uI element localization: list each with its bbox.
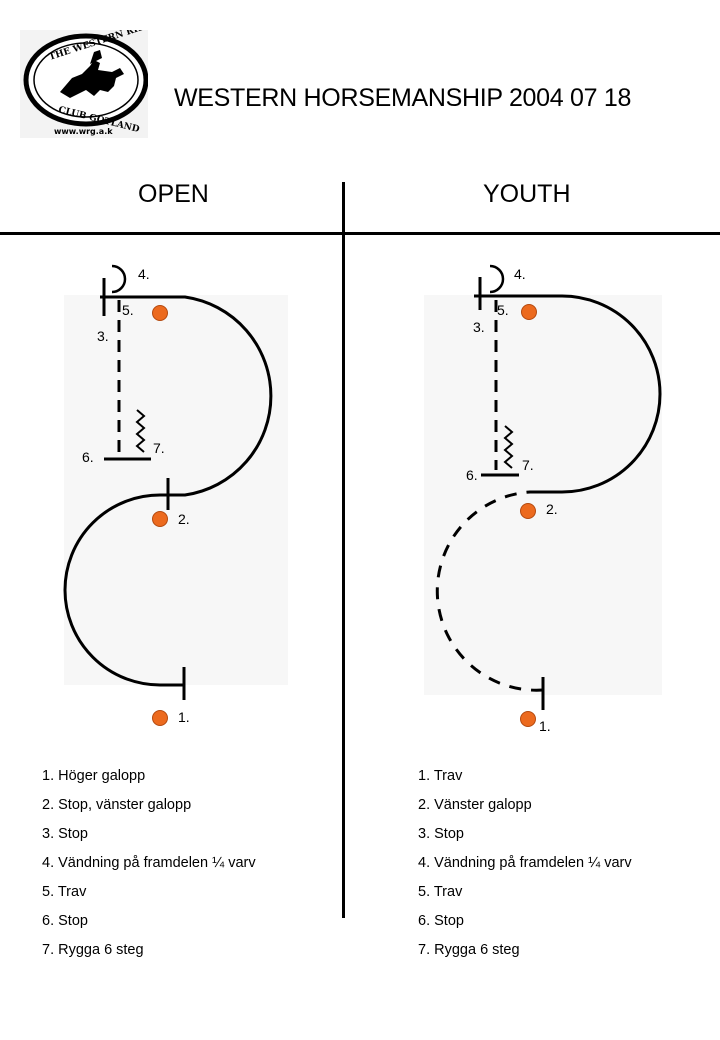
list-item: 2. Stop, vänster galopp (42, 797, 192, 813)
youth-label-6: 6. (466, 467, 478, 483)
youth-cone-5 (521, 304, 537, 320)
open-label-4: 4. (138, 266, 150, 282)
open-path-lower-arc (63, 493, 184, 687)
youth-heading: YOUTH (483, 180, 571, 208)
page-title: WESTERN HORSEMANSHIP 2004 07 18 (174, 84, 632, 112)
open-label-1: 1. (178, 709, 190, 725)
open-steps-list: 1. Höger galopp 2. Stop, vänster galopp … (42, 762, 256, 965)
youth-turn-arc (489, 264, 505, 294)
header-divider (0, 232, 720, 235)
youth-backup-zigzag (503, 425, 514, 469)
youth-pattern-panel (424, 295, 662, 695)
list-item: 5. Trav (42, 884, 87, 900)
open-pattern-panel (64, 295, 288, 685)
youth-path-upper-arc (474, 294, 662, 494)
open-label-6: 6. (82, 449, 94, 465)
list-item: 1. Höger galopp (42, 768, 146, 784)
list-item: 6. Stop (42, 913, 88, 929)
open-turn-arc (111, 264, 127, 294)
open-heading: OPEN (138, 180, 209, 208)
list-item: 4. Vändning på framdelen ¼ varv (418, 855, 632, 871)
list-item: 6. Stop (418, 913, 464, 929)
svg-text:www.wrg.a.k: www.wrg.a.k (54, 127, 113, 136)
open-cone-1 (152, 710, 168, 726)
open-label-5: 5. (122, 302, 134, 318)
column-divider (342, 182, 345, 918)
open-backup-zigzag (135, 409, 146, 453)
list-item: 7. Rygga 6 steg (42, 942, 144, 958)
list-item: 3. Stop (42, 826, 88, 842)
open-path-upper-arc (100, 295, 273, 497)
youth-label-1: 1. (539, 718, 551, 734)
youth-path-lower-arc (435, 490, 544, 692)
list-item: 2. Vänster galopp (418, 797, 532, 813)
youth-label-2: 2. (546, 501, 558, 517)
youth-steps-list: 1. Trav 2. Vänster galopp 3. Stop 4. Vän… (418, 762, 632, 965)
open-label-3: 3. (97, 328, 109, 344)
list-item: 5. Trav (418, 884, 463, 900)
youth-label-4: 4. (514, 266, 526, 282)
open-label-2: 2. (178, 511, 190, 527)
club-logo: THE WESTERN RIDERS CLUB GOTLAND www.wrg.… (20, 30, 148, 138)
youth-label-7: 7. (522, 457, 534, 473)
open-cone-2 (152, 511, 168, 527)
youth-label-5: 5. (497, 302, 509, 318)
youth-cone-2 (520, 503, 536, 519)
list-item: 4. Vändning på framdelen ¼ varv (42, 855, 256, 871)
list-item: 1. Trav (418, 768, 463, 784)
open-cone-5 (152, 305, 168, 321)
open-label-7: 7. (153, 440, 165, 456)
list-item: 7. Rygga 6 steg (418, 942, 520, 958)
list-item: 3. Stop (418, 826, 464, 842)
youth-label-3: 3. (473, 319, 485, 335)
youth-cone-1 (520, 711, 536, 727)
